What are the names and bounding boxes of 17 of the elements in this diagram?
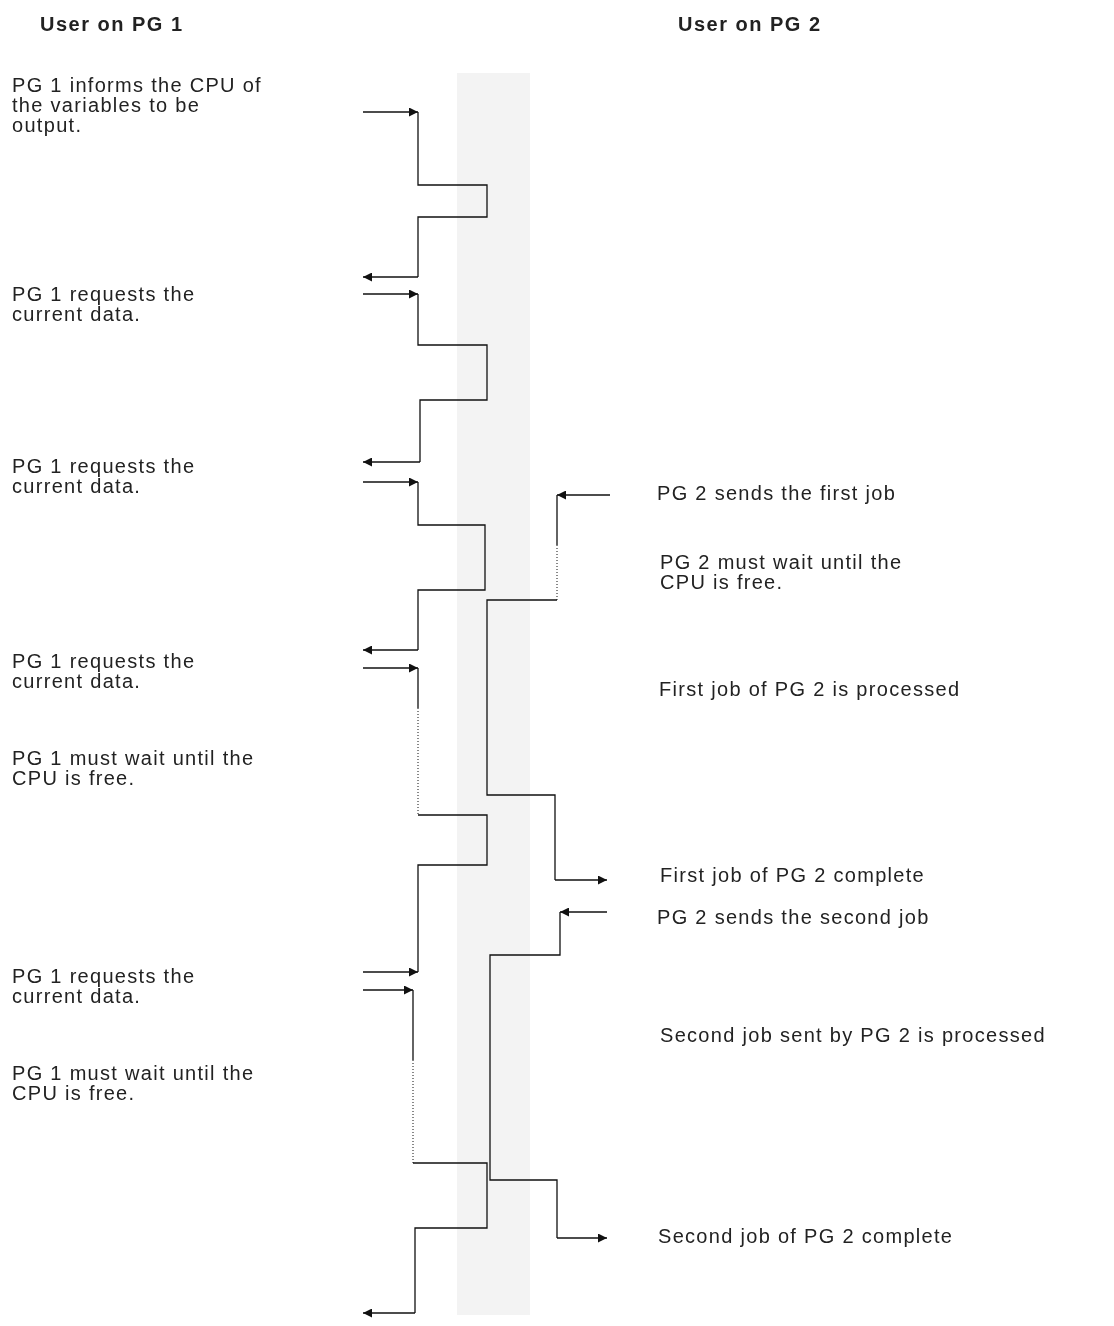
note-text: PG 1 must wait until the CPU is free.	[12, 748, 256, 788]
note-text: PG 1 requests the current data.	[12, 651, 197, 691]
note-text: PG 1 informs the CPU of the variables to be output.	[12, 75, 262, 135]
cpu-band	[457, 73, 530, 1315]
note-text: PG 2 sends the second job	[657, 907, 930, 927]
note-text: PG 1 requests the current data.	[12, 966, 197, 1006]
note-text: First job of PG 2 complete	[660, 865, 925, 885]
column-heading: User on PG 2	[678, 14, 822, 34]
note-text: PG 2 must wait until the CPU is free.	[660, 552, 904, 592]
note-text: Second job of PG 2 complete	[658, 1226, 954, 1246]
note-text: PG 1 must wait until the CPU is free.	[12, 1063, 256, 1103]
note-text: PG 1 requests the current data.	[12, 456, 197, 496]
note-text: PG 2 sends the first job	[657, 483, 897, 503]
note-text: Second job sent by PG 2 is processed	[660, 1025, 1046, 1045]
note-text: PG 1 requests the current data.	[12, 284, 197, 324]
column-heading: User on PG 1	[40, 14, 184, 34]
note-text: First job of PG 2 is processed	[659, 679, 961, 699]
